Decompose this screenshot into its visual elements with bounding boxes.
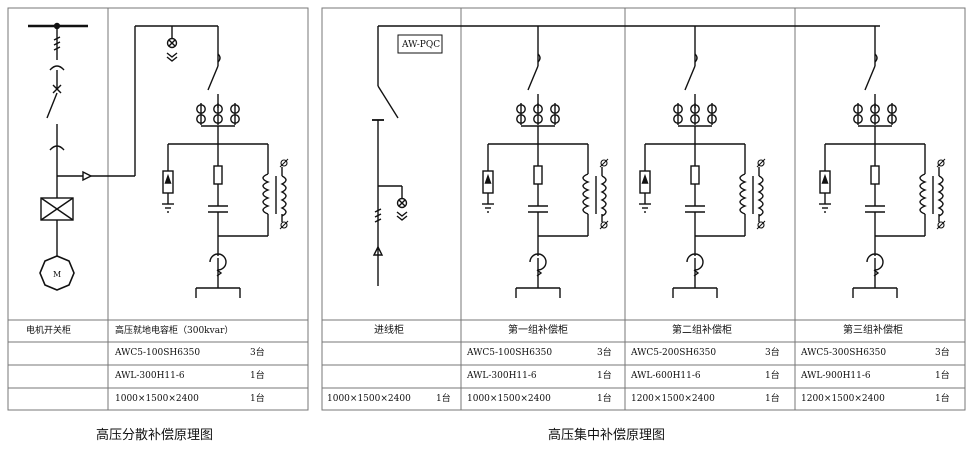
left-row3-qty: 1台: [250, 394, 265, 404]
left-row2-model: AWL-300H11-6: [115, 371, 185, 381]
incoming-qty: 1台: [436, 394, 451, 404]
group3-row2-model: AWL-900H11-6: [801, 371, 871, 381]
motor-feeder: [28, 22, 218, 291]
left-row3-model: 1000×1500×2400: [115, 394, 199, 404]
group2-row3-qty: 1台: [765, 394, 780, 404]
group3-row3-qty: 1台: [935, 394, 950, 404]
right-caption: 高压集中补偿原理图: [548, 428, 666, 443]
left-row1-qty: 3台: [250, 348, 265, 358]
left-row2-qty: 1台: [250, 371, 265, 381]
main-busbar: [378, 25, 880, 54]
group1-row3-qty: 1台: [597, 394, 612, 404]
group2-row3-model: 1200×1500×2400: [631, 394, 715, 404]
left-capacitor-bank: [162, 26, 288, 298]
group1-row1-model: AWC5-100SH6350: [467, 348, 553, 358]
group1-row3-model: 1000×1500×2400: [467, 394, 551, 404]
left-row1-model: AWC5-100SH6350: [115, 348, 201, 358]
group1-capacitor-bank: [482, 26, 608, 298]
group2-header: 第二组补偿柜: [672, 325, 732, 336]
group1-row1-qty: 3台: [597, 348, 612, 358]
group3-row1-qty: 3台: [935, 348, 950, 358]
left-caption: 高压分散补偿原理图: [96, 428, 214, 443]
group3-row2-qty: 1台: [935, 371, 950, 381]
controller-label: AW-PQC: [402, 40, 441, 50]
motor-label: M: [53, 270, 62, 279]
left-col-header-capacitor: 高压就地电容柜（300kvar）: [115, 326, 234, 336]
group3-header: 第三组补偿柜: [843, 325, 903, 336]
group2-row1-qty: 3台: [765, 348, 780, 358]
left-col-header-motor: 电机开关柜: [26, 326, 72, 336]
group3-capacitor-bank: [819, 26, 945, 298]
left-panel-frame: [7, 7, 309, 411]
right-panel-frame: [321, 7, 966, 411]
group1-row2-model: AWL-300H11-6: [467, 371, 537, 381]
group2-capacitor-bank: [639, 26, 765, 298]
incoming-size: 1000×1500×2400: [327, 394, 411, 404]
group2-row1-model: AWC5-200SH6350: [631, 348, 717, 358]
left-indicator-lamp: [166, 26, 178, 62]
incoming-header: 进线柜: [374, 325, 404, 336]
group3-row3-model: 1200×1500×2400: [801, 394, 885, 404]
group2-row2-model: AWL-600H11-6: [631, 371, 701, 381]
group1-row2-qty: 1台: [597, 371, 612, 381]
group3-row1-model: AWC5-300SH6350: [801, 348, 887, 358]
group2-row2-qty: 1台: [765, 371, 780, 381]
group1-header: 第一组补偿柜: [508, 325, 568, 336]
incoming-feeder: [372, 26, 408, 286]
